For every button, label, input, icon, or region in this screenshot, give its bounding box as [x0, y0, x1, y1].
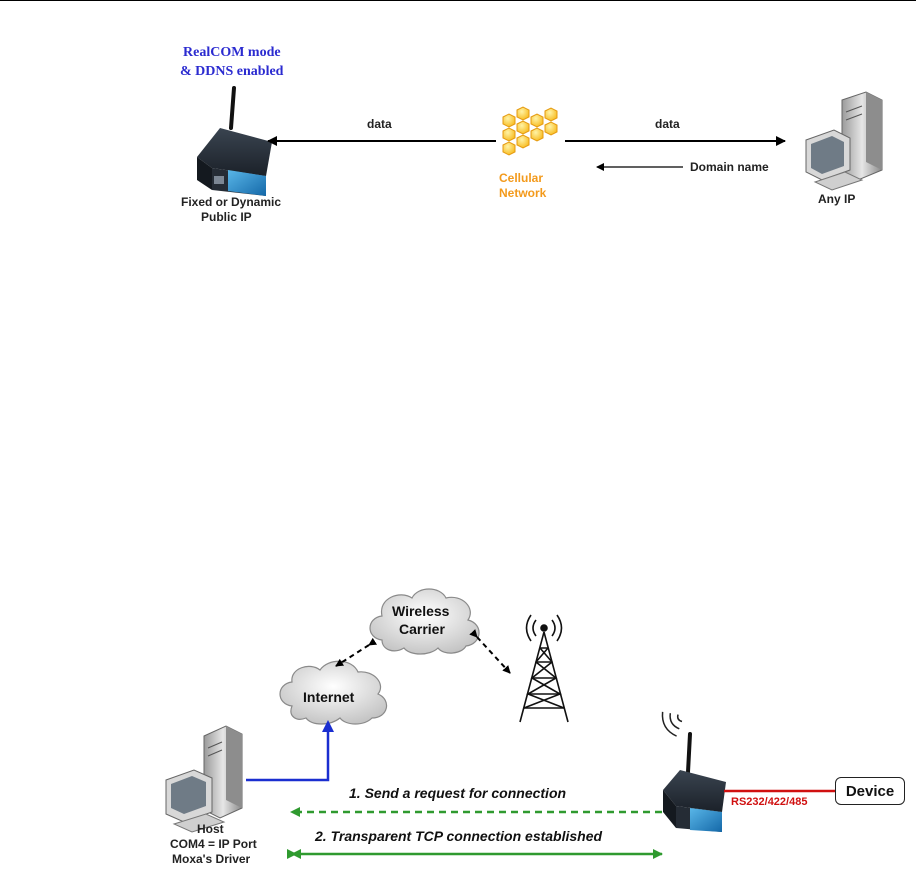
host-label-line3: Moxa's Driver [172, 852, 251, 866]
mode-label-line2: & DDNS enabled [180, 64, 284, 79]
host-label-line1: Host [197, 822, 224, 836]
desktop-computer-icon [805, 91, 883, 191]
host-internet-link [246, 727, 330, 782]
host-internet-arrowhead [322, 720, 334, 732]
host-label-line2: COM4 = IP Port [170, 837, 257, 851]
tcp-arrow-left-head [291, 849, 301, 859]
cellular-honeycomb-icon [502, 106, 558, 156]
wireless-carrier-line1: Wireless [392, 603, 450, 619]
desktop-computer-icon [165, 725, 243, 833]
right-data-label: data [655, 117, 680, 131]
device-label-line2: Public IP [201, 210, 252, 224]
domain-name-label: Domain name [690, 160, 769, 174]
gateway-device-icon [197, 86, 272, 196]
serial-label: RS232/422/485 [731, 796, 808, 808]
device-label: Device [845, 782, 895, 800]
wireless-carrier-line2: Carrier [399, 621, 445, 637]
cloud-icon [279, 660, 388, 725]
device-box: Device [835, 777, 905, 805]
gateway-device-icon [661, 711, 726, 832]
cloud-icon [369, 588, 480, 655]
left-data-label: data [367, 117, 392, 131]
step1-label: 1. Send a request for connection [349, 785, 567, 801]
host-label: Any IP [818, 192, 856, 206]
device-label-line1: Fixed or Dynamic [181, 195, 282, 209]
step2-label: 2. Transparent TCP connection establishe… [315, 828, 603, 844]
carrier-tower-link [469, 629, 511, 674]
page-top-rule [0, 0, 916, 1]
cell-tower-icon [519, 614, 569, 723]
carrier-internet-link [335, 637, 378, 667]
cellular-label-line2: Network [499, 186, 547, 200]
mode-label-line1: RealCOM mode [183, 45, 281, 60]
cellular-label-line1: Cellular [499, 171, 544, 185]
internet-label: Internet [303, 689, 355, 705]
